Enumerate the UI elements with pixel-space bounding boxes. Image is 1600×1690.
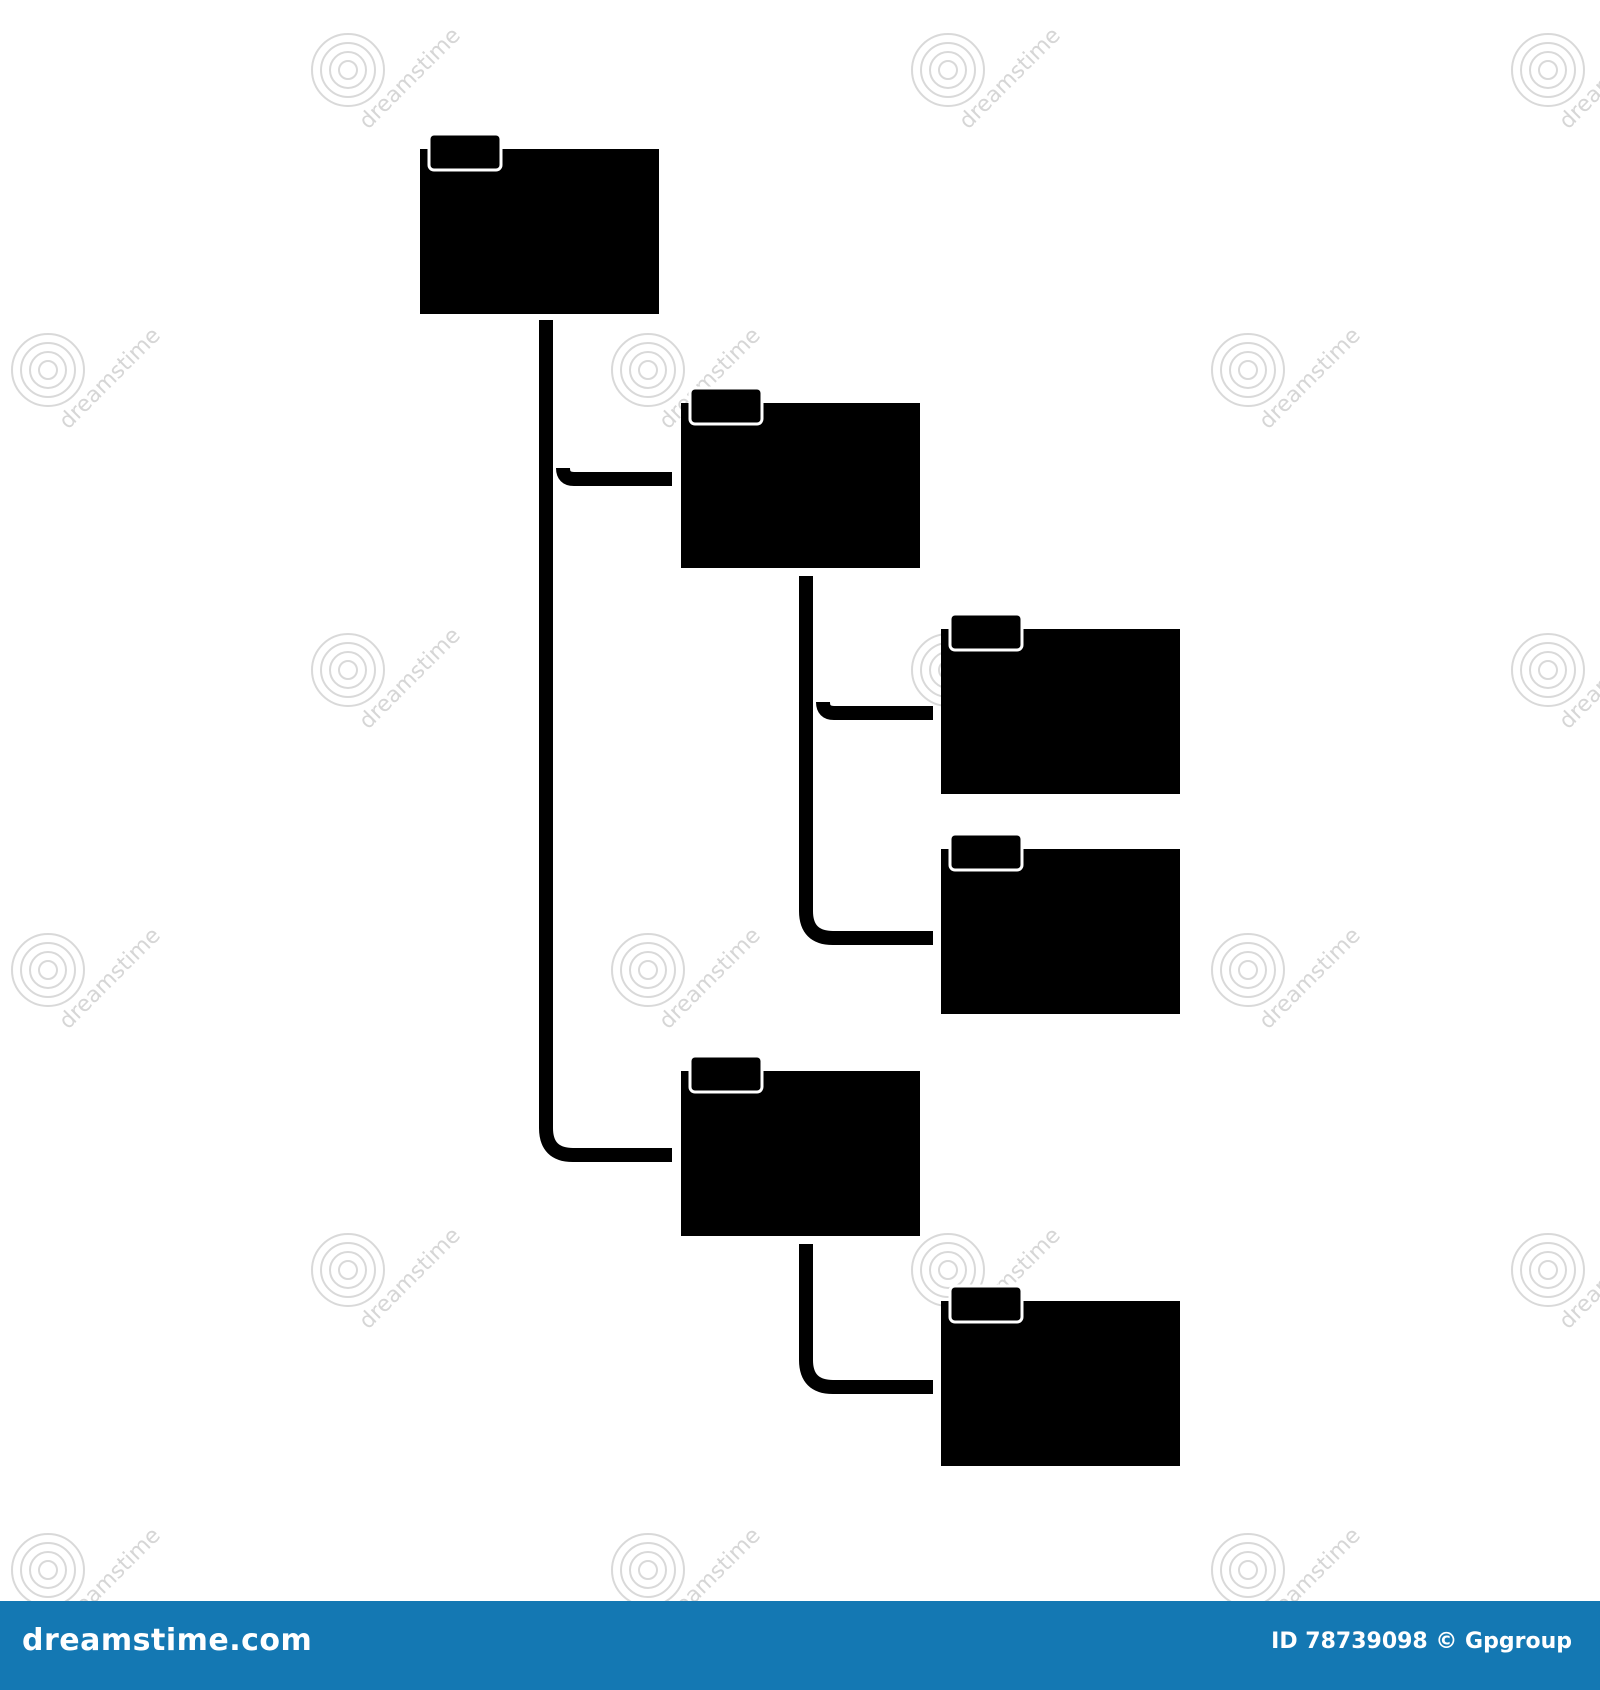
folder-tab: [948, 832, 1024, 872]
folder-tab: [948, 612, 1024, 652]
watermark-spiral: [1211, 333, 1285, 407]
watermark-text: dreamstime: [55, 1523, 166, 1601]
watermark-text: dreamstime: [55, 923, 166, 1034]
watermark-spiral: [611, 933, 685, 1007]
watermark-spiral: [1511, 1233, 1585, 1307]
folder-tree-diagram: dreamstime dreamstime dreamstime dreamstime…: [11, 23, 1600, 1601]
folder-body: [681, 1071, 920, 1236]
watermark-spiral: [1211, 933, 1285, 1007]
watermark-text: dreamstime: [1255, 923, 1366, 1034]
folder-body: [941, 629, 1180, 794]
folder-tab: [948, 1284, 1024, 1324]
watermark-text: dreamstime: [655, 1523, 766, 1601]
folder-body: [941, 1301, 1180, 1466]
watermark-text: dreamstime: [1555, 1223, 1600, 1334]
folder-icon-grandchild-2a: [941, 1284, 1180, 1466]
footer-bar: dreamstime.com ID 78739098 © Gpgroup: [0, 1601, 1600, 1690]
connector-root-to-child-1: [556, 467, 672, 486]
folder-body: [681, 403, 920, 568]
watermark-spiral: [311, 33, 385, 107]
watermark-spiral: [1511, 33, 1585, 107]
folder-tab: [688, 386, 764, 426]
watermark-spiral: [611, 1533, 685, 1601]
folder-icon-root: [420, 132, 659, 314]
watermark-text: dreamstime: [355, 1223, 466, 1334]
watermark-text: dreamstime: [1255, 323, 1366, 434]
watermark-text: dreamstime: [655, 923, 766, 1034]
watermark-text: dreamstime: [55, 323, 166, 434]
watermark-spiral: [11, 333, 85, 407]
watermark-text: dreamstime: [1555, 623, 1600, 734]
watermark-spiral: [611, 333, 685, 407]
connector-child-2-to-grandchild-2a: [799, 1244, 933, 1394]
watermark-spiral: [1211, 1533, 1285, 1601]
folder-tab: [427, 132, 503, 172]
watermark-text: dreamstime: [955, 23, 1066, 134]
folder-icon-child-2: [681, 1054, 920, 1236]
folder-body: [420, 149, 659, 314]
folder-icon-grandchild-1a: [941, 612, 1180, 794]
connector-trunk-root: [539, 320, 672, 1162]
watermark-spiral: [1511, 633, 1585, 707]
watermark-spiral: [11, 1533, 85, 1601]
watermark-spiral: [311, 633, 385, 707]
watermark-spiral: [311, 1233, 385, 1307]
tree-connectors: [539, 320, 933, 1394]
connector-trunk-child-1: [799, 576, 933, 945]
watermark-text: dreamstime: [1555, 23, 1600, 134]
watermark-text: dreamstime: [355, 23, 466, 134]
footer-brand-logo: dreamstime.com: [22, 1623, 313, 1658]
folder-icon-grandchild-1b: [941, 832, 1180, 1014]
watermark-text: dreamstime: [1255, 1523, 1366, 1601]
folder-tab: [688, 1054, 764, 1094]
watermark-spiral: [11, 933, 85, 1007]
folder-icon-child-1: [681, 386, 920, 568]
folder-body: [941, 849, 1180, 1014]
watermark-text: dreamstime: [355, 623, 466, 734]
connector-child-1-to-grandchild-1a: [816, 701, 933, 720]
watermark-spiral: [911, 33, 985, 107]
footer-image-credit: ID 78739098 © Gpgroup: [1271, 1629, 1572, 1654]
